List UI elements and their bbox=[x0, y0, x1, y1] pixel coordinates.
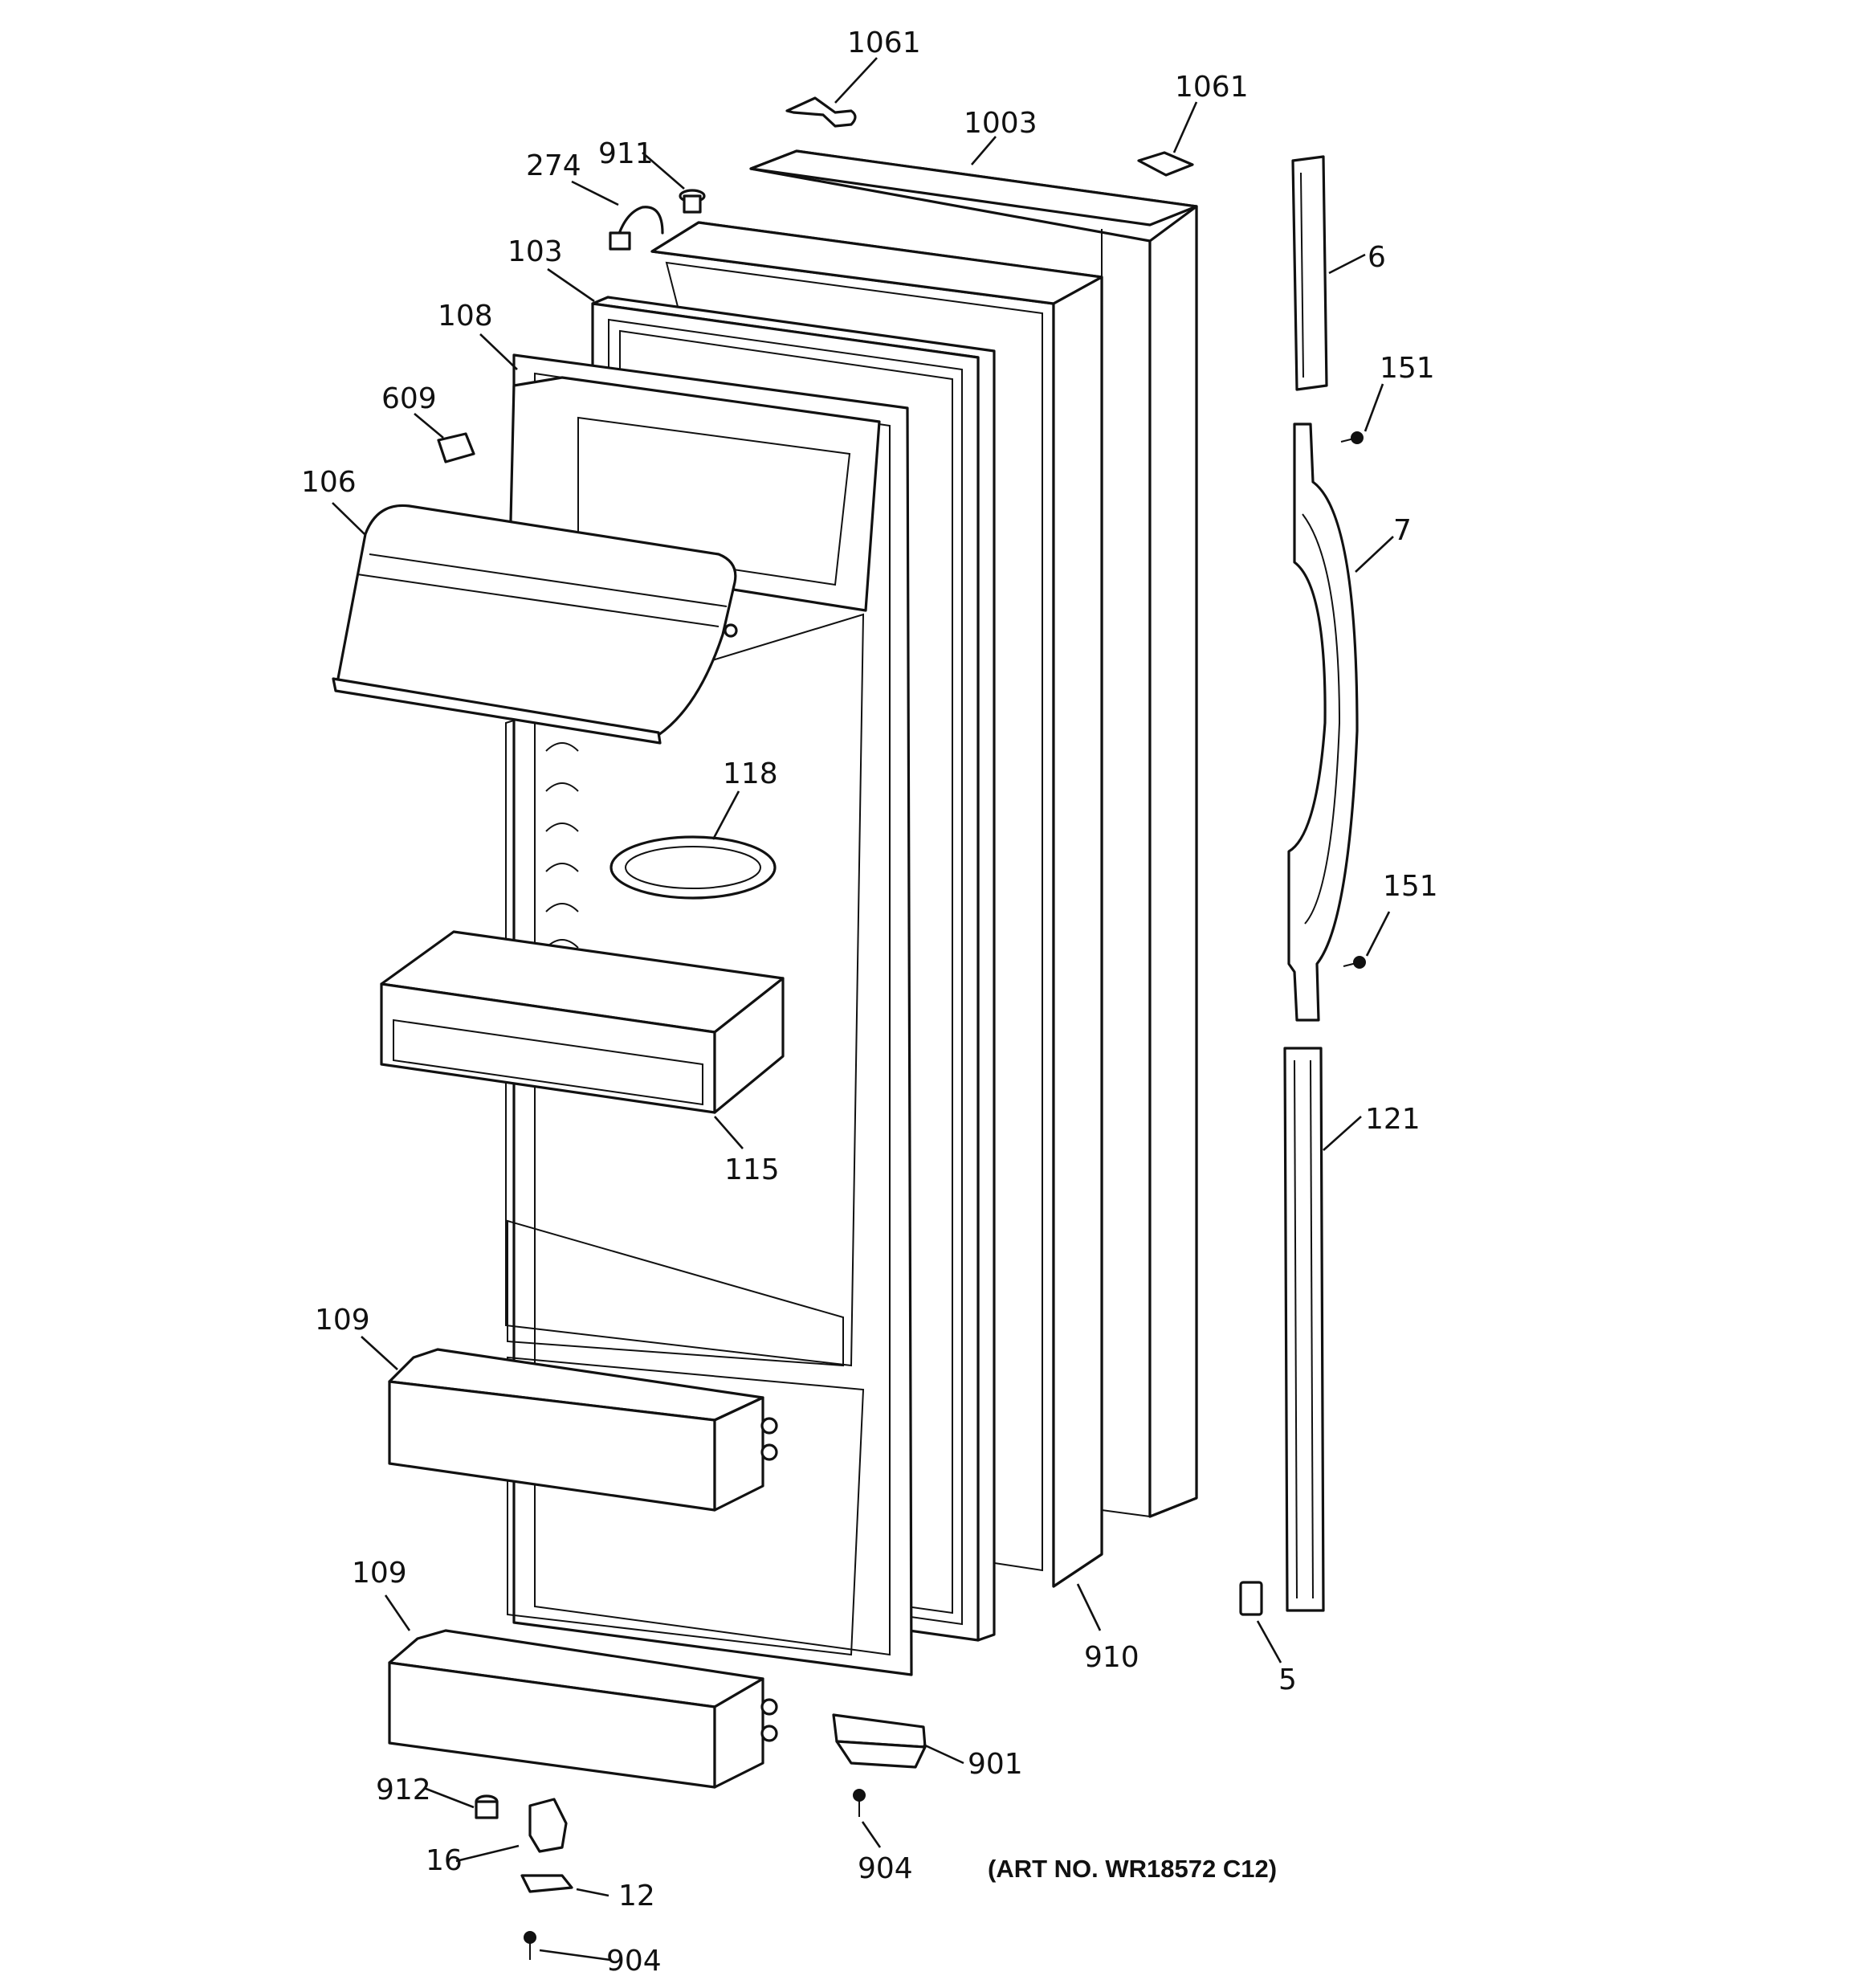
callout-151-lower: 151 bbox=[1383, 870, 1438, 903]
callout-274: 274 bbox=[526, 149, 581, 182]
part-115-shelf-bin bbox=[380, 930, 785, 1114]
callout-16: 16 bbox=[426, 1844, 463, 1877]
part-904-screw-center bbox=[853, 1789, 866, 1817]
part-7-handle bbox=[1287, 423, 1359, 1022]
callout-106: 106 bbox=[301, 466, 357, 499]
part-911-cap bbox=[679, 189, 706, 214]
callout-911: 911 bbox=[598, 137, 654, 170]
part-151-screw-upper bbox=[1340, 431, 1364, 444]
callout-6: 6 bbox=[1368, 241, 1386, 274]
callout-1061-plate: 1061 bbox=[1175, 71, 1249, 104]
callout-108: 108 bbox=[438, 300, 493, 333]
part-910-door-panel bbox=[650, 221, 1103, 1588]
callout-109-lower: 109 bbox=[352, 1557, 407, 1590]
callout-1061-clip: 1061 bbox=[847, 27, 921, 59]
part-1003-outer-door bbox=[749, 149, 1198, 1518]
callout-103: 103 bbox=[508, 235, 563, 268]
part-904-screw-lower bbox=[524, 1931, 536, 1960]
callout-609: 609 bbox=[381, 382, 437, 415]
callout-904-center: 904 bbox=[858, 1852, 913, 1885]
callout-151-upper: 151 bbox=[1380, 352, 1435, 385]
callout-7: 7 bbox=[1393, 514, 1412, 547]
part-151-screw-lower bbox=[1343, 956, 1366, 969]
leader-lines bbox=[332, 57, 1394, 1961]
part-912-bushing bbox=[475, 1794, 499, 1819]
part-109-door-bin-lower bbox=[388, 1629, 778, 1789]
callout-115: 115 bbox=[724, 1153, 780, 1186]
callout-121: 121 bbox=[1365, 1103, 1421, 1136]
callout-118: 118 bbox=[723, 757, 778, 790]
part-1061-clip bbox=[785, 96, 857, 128]
part-16-hinge bbox=[528, 1798, 568, 1853]
callout-912: 912 bbox=[376, 1774, 431, 1806]
callout-901: 901 bbox=[968, 1748, 1023, 1781]
part-901-hinge-cover bbox=[832, 1713, 927, 1769]
part-121-handle-trim bbox=[1283, 1047, 1325, 1612]
part-12-bracket bbox=[520, 1874, 573, 1893]
part-6-handle-cap bbox=[1291, 155, 1328, 391]
callout-1003: 1003 bbox=[964, 107, 1037, 140]
callout-904-lower: 904 bbox=[606, 1945, 662, 1978]
callout-5: 5 bbox=[1278, 1663, 1297, 1696]
art-number-label: (ART NO. WR18572 C12) bbox=[988, 1855, 1277, 1883]
part-5-bracket bbox=[1239, 1581, 1263, 1616]
part-609-switch bbox=[437, 432, 475, 463]
callout-910: 910 bbox=[1084, 1641, 1139, 1674]
part-274-harness bbox=[609, 206, 664, 251]
callout-12: 12 bbox=[618, 1880, 655, 1912]
part-1061-plate bbox=[1137, 151, 1194, 177]
part-118-egg-tray bbox=[609, 835, 777, 900]
part-106-dairy-cover bbox=[332, 504, 738, 745]
part-109-door-bin-upper bbox=[388, 1348, 778, 1512]
callout-109-upper: 109 bbox=[315, 1304, 370, 1337]
callout-labels: 1061 1061 1003 274 911 103 108 609 106 1… bbox=[301, 27, 1438, 1978]
